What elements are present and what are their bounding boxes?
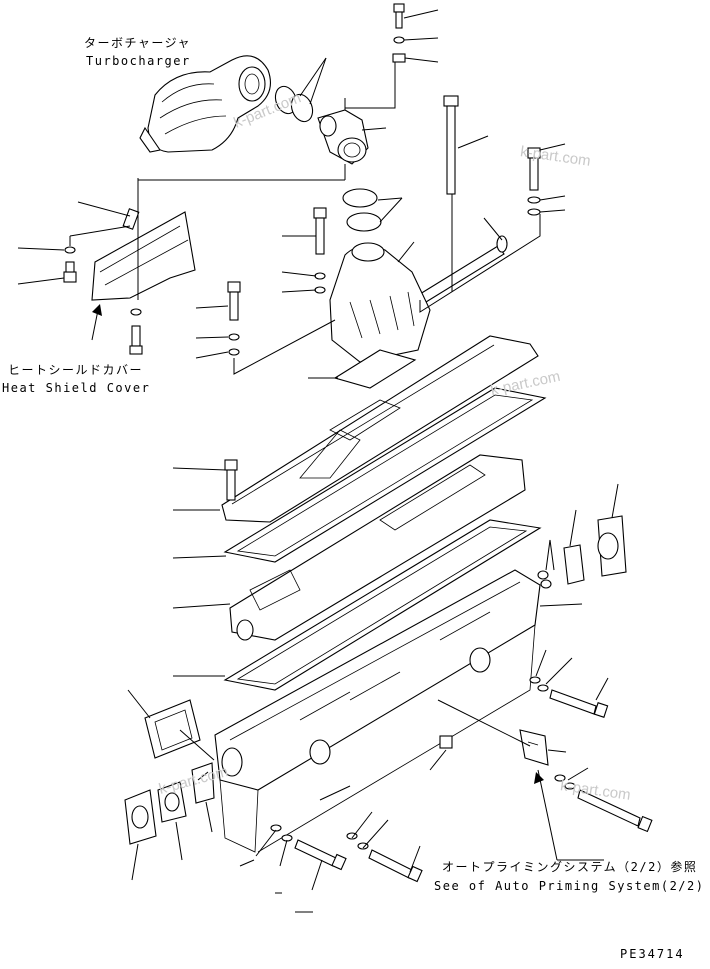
middle-plate [229,454,526,641]
top-bolt [392,3,406,63]
heat-shield-label-en: Heat Shield Cover [2,381,151,395]
side-gasket [563,544,585,585]
outlet-gasket [333,349,417,389]
turbo-o-ring-2 [290,93,314,123]
long-side-bolt [529,676,609,718]
pipe-to-manifold [419,235,508,303]
priming-bracket [519,729,549,766]
manifold-body [214,569,541,853]
heat-shield-bolts [63,246,143,355]
elbow-connector [317,98,369,165]
gasket-upper [223,387,547,563]
side-o-rings [537,570,552,589]
top-cover [221,335,539,523]
auto-priming-label-en: See of Auto Priming System(2/2) [434,879,705,893]
left-gasket [144,699,201,759]
turbocharger [139,55,271,153]
bottom-bolt-left [270,824,347,871]
exhaust-outlet-manifold [329,242,431,363]
turbocharger-label-en: Turbocharger [86,54,191,68]
cover-bolt [224,459,238,501]
bottom-bolt-right [346,832,423,883]
leader-lines [17,9,619,913]
small-plate [191,762,215,804]
left-flange [124,789,157,845]
heat-shield-label-jp: ヒートシールドカバー [8,363,144,377]
long-bolt [443,95,459,195]
plug [439,735,453,749]
manifold-bolts [227,207,327,356]
gasket-rings [342,188,382,232]
heat-shield-cover [91,208,196,301]
gasket-lower [223,519,542,691]
auto-priming-label-jp: オートプライミングシステム（2/2）参照 [442,860,698,874]
left-flange-gasket [157,781,187,823]
turbocharger-label-jp: ターボチャージャ [84,36,192,50]
side-flange [597,515,627,577]
figure-code: PE34714 [620,947,685,961]
bracket-bolt [554,774,653,833]
bolt-right-upper [527,147,541,216]
